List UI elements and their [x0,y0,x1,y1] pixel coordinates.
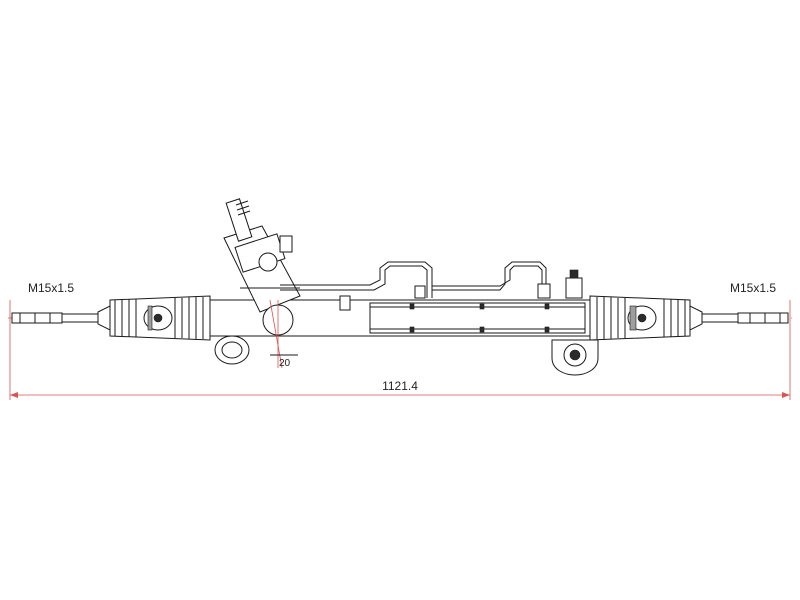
right-thread-label: M15x1.5 [730,281,776,295]
pinion-section: 20 [262,299,298,369]
left-thread-label: M15x1.5 [28,281,74,295]
overall-length-label: 1121.4 [382,379,418,393]
right-mount-bushing [551,339,599,376]
right-boot [589,295,691,341]
hydraulic-lines [280,261,583,299]
left-tie-rod [11,305,111,331]
left-boot [109,295,211,341]
right-tie-rod [689,305,789,331]
pinion-valve-housing [223,198,301,313]
angle-label: 20 [279,358,291,369]
left-mount-bushing [214,335,250,365]
overall-length-dimension: 1121.4 [9,300,791,400]
